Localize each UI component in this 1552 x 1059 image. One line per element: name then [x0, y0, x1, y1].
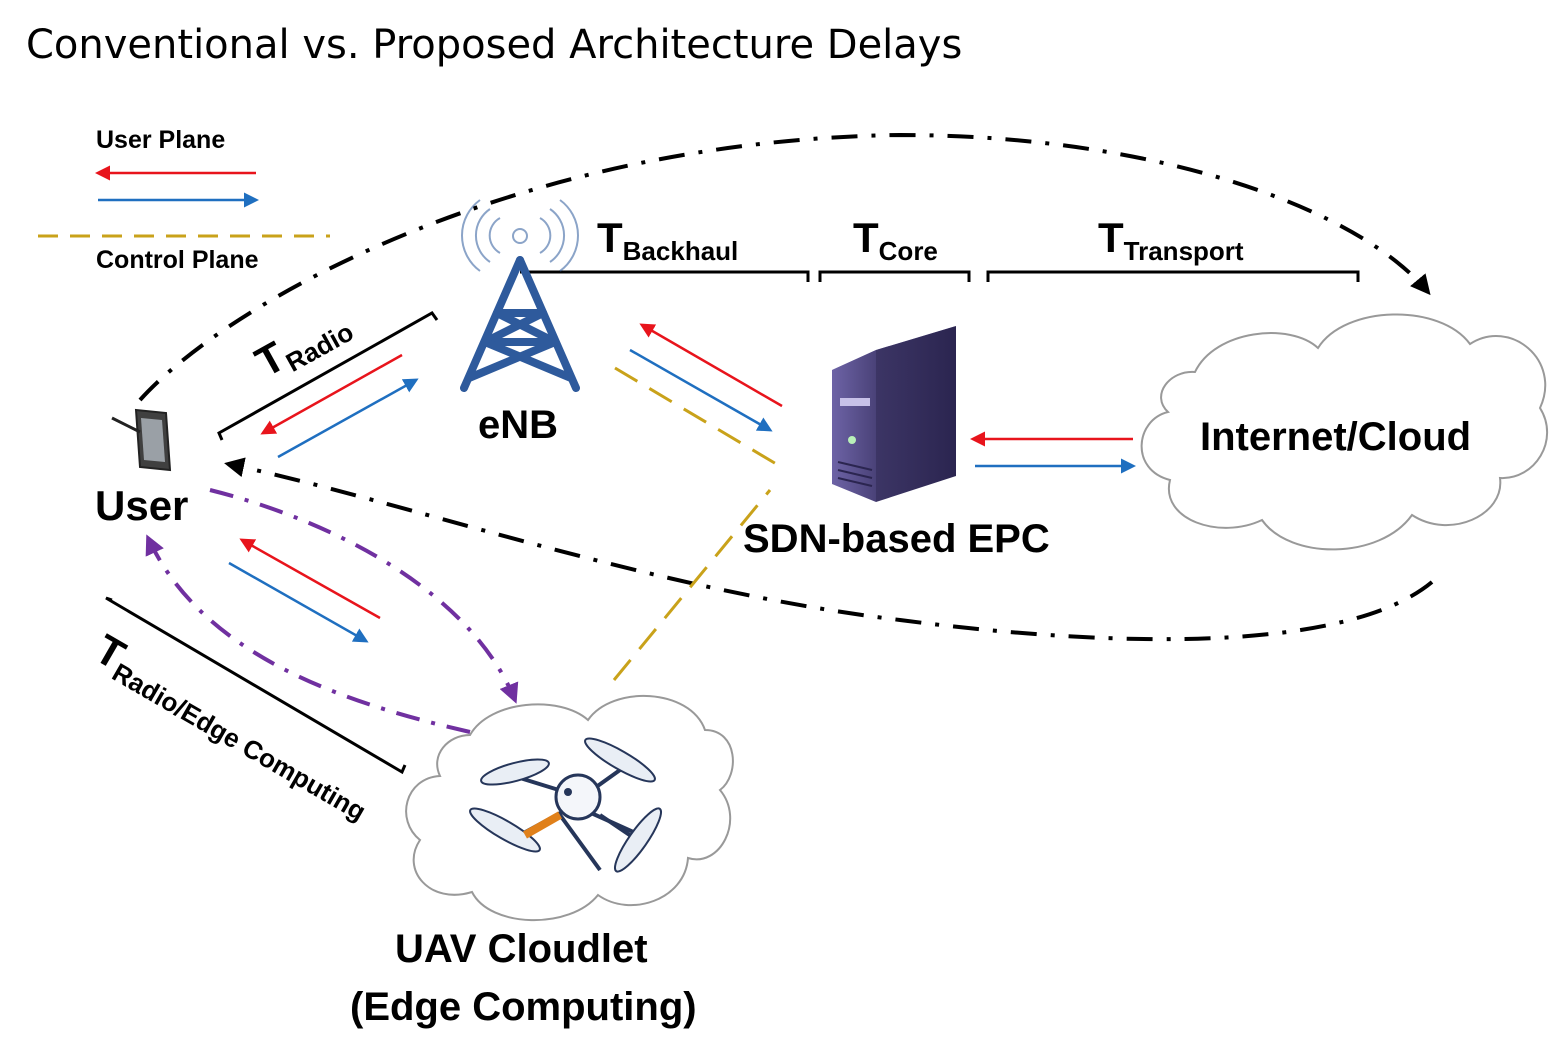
uav-drone-icon: [469, 737, 663, 873]
user-label: User: [95, 482, 188, 529]
bracket-radio-edge: [105, 596, 407, 775]
user-plane-arrows: [228, 323, 1136, 643]
edge-path-return: [145, 534, 471, 734]
control-line-enb-epc: [614, 366, 779, 467]
legend-control-plane-label: Control Plane: [96, 246, 259, 274]
conventional-path-return: [224, 457, 1434, 642]
uplink-enb-epc: [629, 348, 773, 432]
delay-label-backhaul: TBackhaul: [597, 214, 738, 266]
bracket-radio: [217, 311, 439, 441]
bracket-backhaul: [520, 270, 810, 282]
edge-path-out: [209, 488, 519, 704]
downlink-epc-enb: [639, 323, 783, 408]
delay-label-radio: TRadio: [248, 297, 359, 390]
delay-label-core: TCore: [853, 214, 938, 266]
uplink-user-enb: [277, 378, 419, 459]
conventional-path-out: [138, 132, 1431, 402]
control-line-uav-epc: [612, 489, 772, 681]
diagram-title: Conventional vs. Proposed Architecture D…: [26, 22, 962, 68]
cloud-label: Internet/Cloud: [1200, 415, 1471, 459]
delay-label-radio-edge: TRadio/Edge Computing: [85, 625, 382, 827]
bracket-core: [818, 270, 971, 282]
legend-user-plane-label: User Plane: [96, 126, 225, 154]
uav-label-line1: UAV Cloudlet: [395, 927, 648, 971]
legend: User Plane Control Plane: [38, 126, 330, 274]
enb-tower-icon: [460, 199, 580, 392]
uplink-user-uav: [228, 561, 369, 643]
uav-label-line2: (Edge Computing): [350, 985, 697, 1029]
enb-label: eNB: [478, 403, 558, 447]
cloud-shape: [1140, 313, 1549, 551]
downlink-enb-user: [260, 353, 403, 435]
epc-server-icon: [832, 326, 956, 502]
bracket-transport: [986, 270, 1360, 282]
delay-label-transport: TTransport: [1098, 214, 1244, 266]
delay-brackets: [105, 270, 1360, 775]
downlink-uav-user: [239, 538, 381, 620]
epc-label: SDN-based EPC: [743, 517, 1050, 561]
user-tablet-icon: [111, 408, 172, 472]
